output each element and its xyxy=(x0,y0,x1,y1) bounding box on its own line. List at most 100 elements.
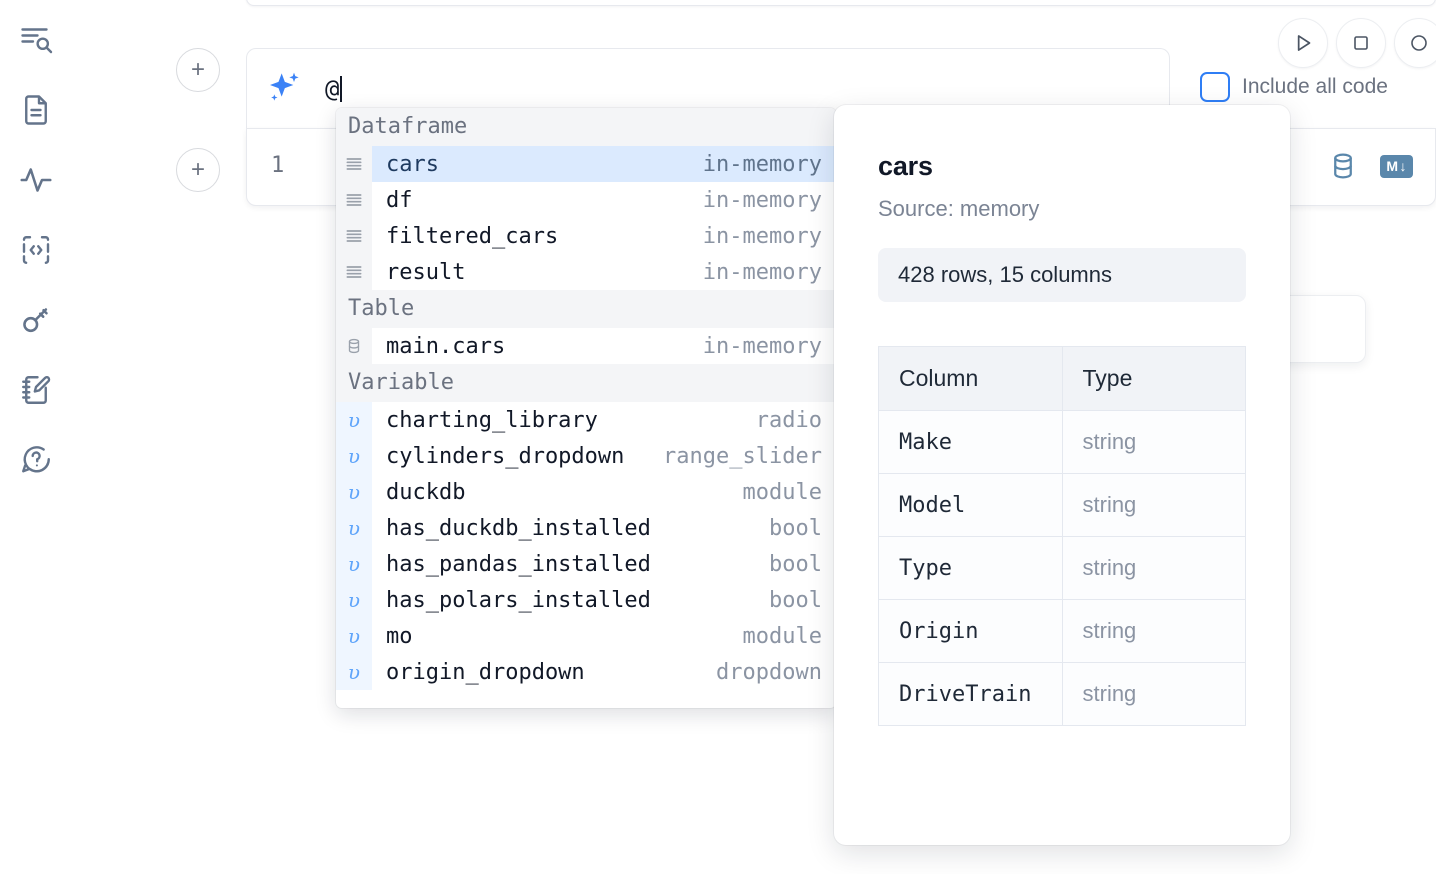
markdown-icon-arrow: ↓ xyxy=(1399,157,1407,174)
help-chat-icon[interactable] xyxy=(12,436,60,484)
preview-source: Source: memory xyxy=(878,196,1040,221)
autocomplete-option[interactable]: υ origin_dropdown dropdown xyxy=(336,654,836,690)
sparkle-ai-icon xyxy=(265,69,305,109)
markdown-icon[interactable]: M↓ xyxy=(1380,154,1413,178)
preview-title: cars xyxy=(878,151,933,181)
autocomplete-option-name: duckdb xyxy=(386,479,466,505)
markdown-icon-letter: M xyxy=(1386,157,1399,174)
autocomplete-option[interactable]: υ has_polars_installed bool xyxy=(336,582,836,618)
schema-column-name: Make xyxy=(878,410,1063,474)
include-all-code-checkbox[interactable] xyxy=(1200,72,1230,102)
run-controls xyxy=(1278,18,1436,68)
variable-v-icon: υ xyxy=(336,474,372,510)
autocomplete-option-name: mo xyxy=(386,623,413,649)
autocomplete-option[interactable]: υ has_duckdb_installed bool xyxy=(336,510,836,546)
autocomplete-option[interactable]: main.cars in-memory xyxy=(336,328,836,364)
dataframe-rows-icon xyxy=(336,182,372,218)
variable-v-icon: υ xyxy=(336,654,372,690)
schema-column-name: DriveTrain xyxy=(878,662,1063,726)
cell-above-sliver xyxy=(246,0,1436,6)
dataframe-rows-icon xyxy=(336,254,372,290)
variable-v-icon: υ xyxy=(336,582,372,618)
variable-v-icon: υ xyxy=(336,618,372,654)
dependencies-code-icon[interactable] xyxy=(12,226,60,274)
database-icon[interactable] xyxy=(1328,151,1358,181)
schema-column-type: string xyxy=(1062,662,1246,726)
variable-v-icon: υ xyxy=(336,546,372,582)
autocomplete-option-type: bool xyxy=(769,515,822,541)
autocomplete-group-header: Dataframe xyxy=(336,108,836,146)
autocomplete-group-header: Variable xyxy=(336,364,836,402)
autocomplete-option-type: bool xyxy=(769,587,822,613)
autocomplete-option[interactable]: υ has_pandas_installed bool xyxy=(336,546,836,582)
scratchpad-edit-icon[interactable] xyxy=(12,366,60,414)
autocomplete-option-name: main.cars xyxy=(386,333,506,359)
schema-column-name: Origin xyxy=(878,599,1063,663)
autocomplete-group-header: Table xyxy=(336,290,836,328)
schema-type-header: Type xyxy=(1062,346,1246,411)
cell-type-icons: M↓ xyxy=(1328,151,1413,181)
file-explorer-icon[interactable] xyxy=(12,86,60,134)
autocomplete-option[interactable]: result in-memory xyxy=(336,254,836,290)
autocomplete-option[interactable]: cars in-memory xyxy=(336,146,836,182)
explore-outline-icon[interactable] xyxy=(12,16,60,64)
autocomplete-option-type: in-memory xyxy=(702,259,822,285)
schema-column-type: string xyxy=(1062,599,1246,663)
autocomplete-option-name: has_polars_installed xyxy=(386,587,651,613)
variables-activity-icon[interactable] xyxy=(12,156,60,204)
autocomplete-option-name: cylinders_dropdown xyxy=(386,443,625,469)
include-all-code-label: Include all code xyxy=(1242,75,1388,98)
interrupt-button[interactable] xyxy=(1336,18,1386,68)
autocomplete-option-type: module xyxy=(742,623,822,649)
schema-column-name: Type xyxy=(878,536,1063,600)
autocomplete-option-type: module xyxy=(742,479,822,505)
include-all-code-row[interactable]: Include all code xyxy=(1200,72,1388,102)
schema-header-row: Column Type xyxy=(878,346,1246,411)
autocomplete-option-type: dropdown xyxy=(716,659,822,685)
autocomplete-option-name: has_duckdb_installed xyxy=(386,515,651,541)
autocomplete-option-name: df xyxy=(386,187,413,213)
autocomplete-option-type: in-memory xyxy=(702,333,822,359)
dataframe-preview-panel: cars Source: memory 428 rows, 15 columns… xyxy=(834,105,1290,845)
ai-prompt-value: @ xyxy=(325,74,340,103)
ai-prompt-input[interactable]: @ xyxy=(325,74,343,103)
add-cell-button-bottom[interactable]: + xyxy=(176,148,220,192)
autocomplete-option-type: in-memory xyxy=(702,223,822,249)
line-number: 1 xyxy=(271,153,285,178)
schema-column-header: Column xyxy=(878,346,1063,411)
schema-column-type: string xyxy=(1062,473,1246,537)
sidebar-rail xyxy=(0,0,72,874)
variable-v-icon: υ xyxy=(336,510,372,546)
autocomplete-option-type: bool xyxy=(769,551,822,577)
preview-shape: 428 rows, 15 columns xyxy=(878,248,1246,302)
autocomplete-option-type: range_slider xyxy=(663,443,822,469)
autocomplete-option-name: has_pandas_installed xyxy=(386,551,651,577)
autocomplete-option-name: result xyxy=(386,259,466,285)
secrets-key-icon[interactable] xyxy=(12,296,60,344)
autocomplete-option[interactable]: υ cylinders_dropdown range_slider xyxy=(336,438,836,474)
autocomplete-option-type: in-memory xyxy=(702,151,822,177)
more-actions-button[interactable] xyxy=(1394,18,1436,68)
text-caret xyxy=(340,75,343,102)
run-button[interactable] xyxy=(1278,18,1328,68)
schema-column-name: Model xyxy=(878,473,1063,537)
variable-v-icon: υ xyxy=(336,402,372,438)
autocomplete-option-name: cars xyxy=(386,151,439,177)
add-cell-button-top[interactable]: + xyxy=(176,48,220,92)
autocomplete-option-name: origin_dropdown xyxy=(386,659,585,685)
autocomplete-option-type: radio xyxy=(755,407,822,433)
dataframe-rows-icon xyxy=(336,218,372,254)
variable-v-icon: υ xyxy=(336,438,372,474)
schema-column-type: string xyxy=(1062,410,1246,474)
